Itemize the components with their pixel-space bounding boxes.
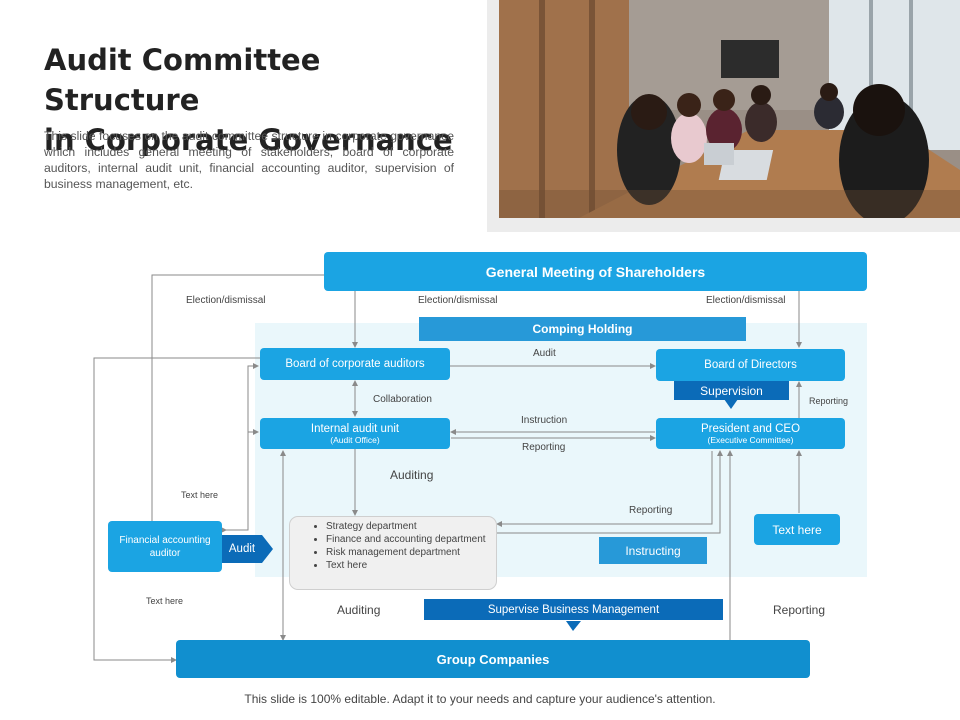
label-auditing-mid: Auditing — [390, 468, 434, 482]
holding-box: Comping Holding — [419, 317, 746, 341]
supervise-management-box: Supervise Business Management — [424, 599, 723, 620]
supervise-arrow — [566, 621, 581, 631]
label-audit: Audit — [533, 348, 556, 359]
internal-audit-sublabel: (Audit Office) — [330, 434, 380, 445]
label-reporting-bottom: Reporting — [773, 603, 826, 617]
corporate-auditors-box: Board of corporate auditors — [260, 348, 450, 380]
page-title: Audit Committee Structure in Corporate G… — [44, 40, 484, 160]
audit-tag-point — [262, 535, 273, 563]
group-companies-box: Group Companies — [176, 640, 810, 678]
internal-audit-label: Internal audit unit — [310, 422, 400, 435]
board-directors-box: Board of Directors — [656, 349, 845, 381]
label-auditing-bottom: Auditing — [337, 603, 381, 617]
label-election-left: Election/dismissal — [186, 295, 266, 306]
department-item: Risk management department — [326, 546, 496, 559]
label-instruction: Instruction — [521, 415, 568, 426]
instructing-box: Instructing — [599, 537, 707, 564]
shareholders-box: General Meeting of Shareholders — [324, 252, 867, 291]
text-here-box: Text here — [754, 514, 840, 545]
label-election-right: Election/dismissal — [706, 295, 786, 306]
department-item: Finance and accounting department — [326, 533, 496, 546]
label-election-mid: Election/dismissal — [418, 295, 498, 306]
departments-list: Strategy department Finance and accounti… — [290, 520, 496, 572]
department-item: Text here — [326, 559, 496, 572]
departments-box: Strategy department Finance and accounti… — [289, 516, 497, 590]
meeting-photo — [499, 0, 960, 218]
label-text-here-left2: Text here — [146, 596, 184, 606]
label-reporting-right: Reporting — [809, 396, 849, 406]
footer-note: This slide is 100% editable. Adapt it to… — [244, 692, 716, 706]
description-text: This slide focuses on the audit committe… — [44, 129, 454, 191]
label-reporting-mid: Reporting — [522, 442, 566, 453]
financial-auditor-box: Financial accounting auditor — [108, 521, 222, 572]
president-label: President and CEO — [700, 422, 801, 435]
department-item: Strategy department — [326, 520, 496, 533]
audit-tag: Audit — [222, 535, 262, 563]
label-text-here-left: Text here — [181, 490, 219, 500]
title-line-2: in Corporate Governance — [44, 123, 453, 157]
president-sublabel: (Executive Committee) — [707, 434, 794, 445]
supervision-box: Supervision — [674, 381, 789, 400]
internal-audit-box: Internal audit unit (Audit Office) — [260, 418, 450, 449]
president-box: President and CEO (Executive Committee) — [656, 418, 845, 449]
label-reporting-lower: Reporting — [629, 505, 673, 516]
label-collaboration: Collaboration — [373, 394, 432, 405]
title-line-1: Audit Committee Structure — [44, 43, 321, 117]
supervision-arrow — [724, 399, 738, 409]
